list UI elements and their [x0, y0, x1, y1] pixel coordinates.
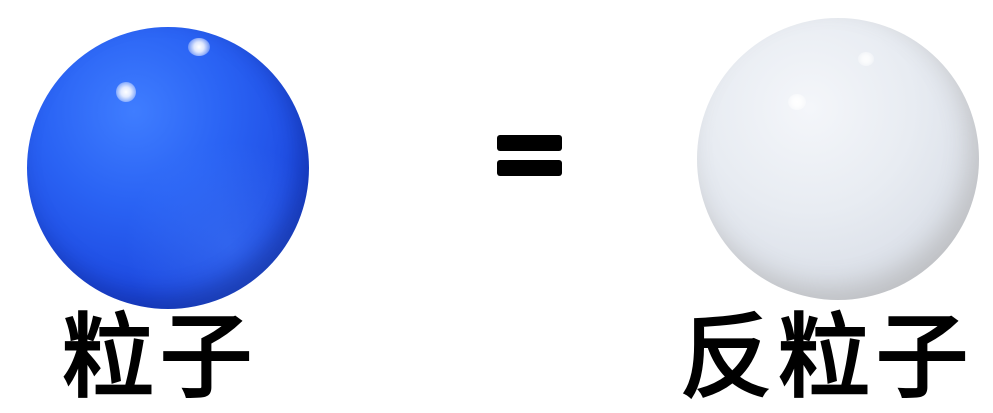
antiparticle-highlight: [788, 94, 806, 110]
antiparticle-highlight: [858, 52, 874, 66]
particle-highlight: [116, 82, 136, 102]
particle-label: 粒子: [62, 312, 258, 404]
antiparticle-sphere: [697, 18, 979, 300]
equals-sign-top-bar: [497, 135, 562, 151]
particle-highlight: [188, 38, 210, 56]
particle-sphere: [27, 27, 309, 309]
equals-sign-bottom-bar: [497, 160, 562, 176]
antiparticle-label: 反粒子: [680, 312, 974, 404]
